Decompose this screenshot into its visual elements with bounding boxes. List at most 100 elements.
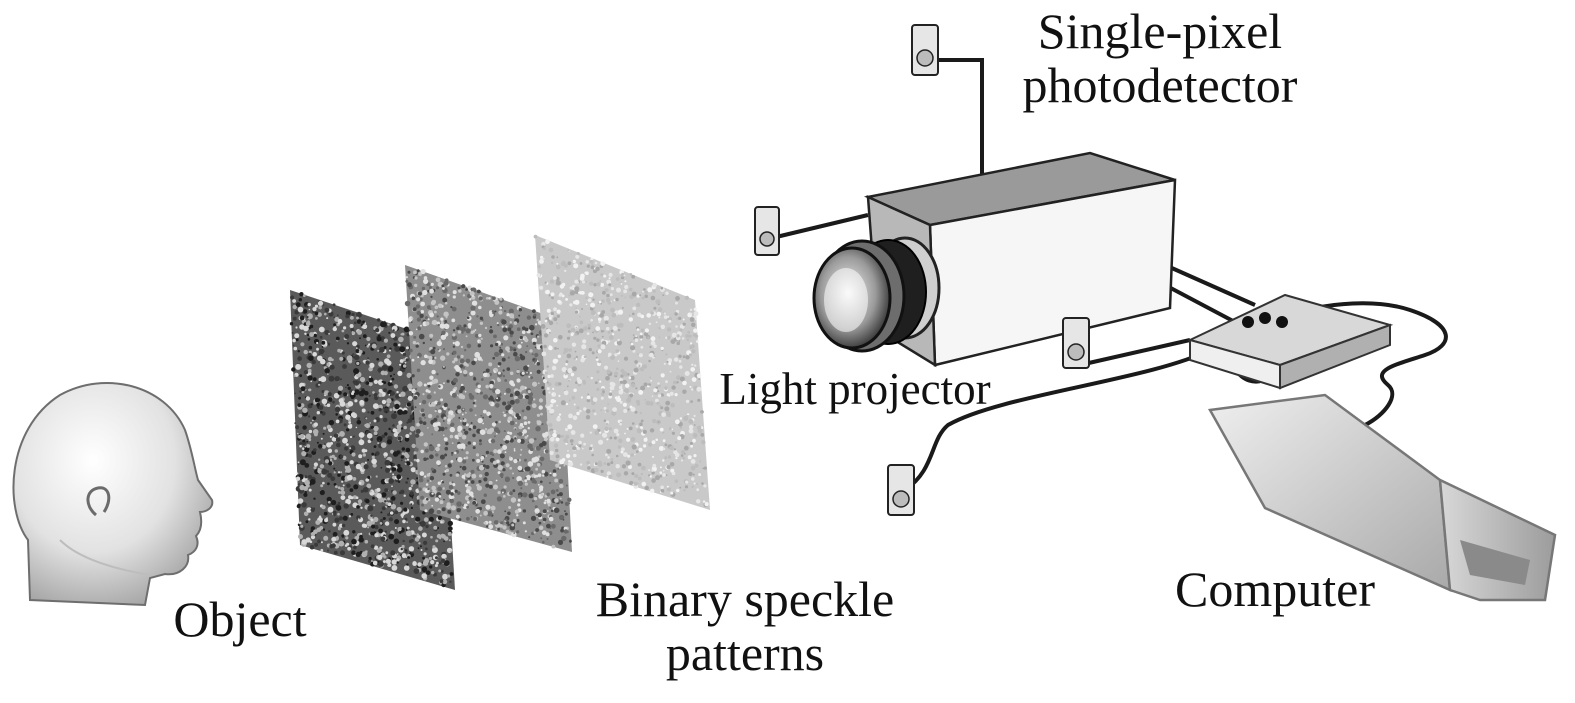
speckle-dot xyxy=(690,459,696,464)
speckle-dot xyxy=(602,432,608,438)
speckle-dot xyxy=(575,326,578,329)
speckle-dot xyxy=(497,371,501,375)
speckle-dot xyxy=(468,496,472,501)
speckle-dot xyxy=(557,347,559,350)
speckle-dot xyxy=(419,402,422,405)
speckle-dot xyxy=(430,560,435,565)
speckle-dot xyxy=(354,321,357,325)
speckle-dot xyxy=(533,531,536,534)
speckle-dot xyxy=(589,431,592,434)
speckle-dot xyxy=(307,338,311,341)
speckle-dot xyxy=(482,464,486,468)
speckle-dot xyxy=(542,378,548,384)
speckle-dot xyxy=(657,421,660,423)
speckle-dot xyxy=(337,318,343,324)
speckle-dot xyxy=(365,360,370,365)
speckle-dot xyxy=(406,563,409,566)
speckle-dot xyxy=(439,323,446,329)
speckle-dot xyxy=(494,435,496,438)
speckle-dot xyxy=(594,430,599,436)
speckle-dot xyxy=(601,340,607,346)
speckle-dot xyxy=(309,478,316,485)
speckle-dot xyxy=(387,381,393,387)
speckle-dot xyxy=(332,303,336,307)
speckle-dot xyxy=(655,398,659,403)
speckle-dot xyxy=(513,449,516,452)
speckle-dot xyxy=(455,366,461,372)
speckle-dot xyxy=(617,338,620,342)
photodetector-label: Single-pixel photodetector xyxy=(985,4,1335,112)
speckle-dot xyxy=(617,309,624,315)
speckle-dot xyxy=(493,370,496,374)
speckle-dot xyxy=(315,317,318,320)
speckle-dot xyxy=(397,370,403,376)
speckle-dot xyxy=(703,466,707,470)
speckle-dot xyxy=(596,338,600,342)
speckle-dot xyxy=(416,269,420,272)
speckle-dot xyxy=(651,440,656,445)
speckle-dot xyxy=(312,378,315,381)
speckle-dot xyxy=(526,405,531,411)
speckle-dot xyxy=(373,431,378,436)
speckle-dot xyxy=(308,388,312,392)
speckle-dot xyxy=(403,410,408,415)
speckle-dot xyxy=(615,454,619,458)
speckle-dot xyxy=(623,471,629,476)
speckle-dot xyxy=(383,407,390,414)
photodetector-left xyxy=(754,206,780,256)
speckle-dot xyxy=(509,330,514,335)
speckle-dot xyxy=(502,401,507,406)
speckle-dot xyxy=(575,381,578,384)
speckle-dot xyxy=(404,517,408,521)
speckle-dot xyxy=(702,467,705,470)
speckle-dot xyxy=(612,407,617,412)
speckle-dot xyxy=(434,310,437,314)
speckle-dot xyxy=(498,348,504,354)
speckle-dot xyxy=(641,296,645,300)
speckle-dot xyxy=(358,518,360,520)
speckle-dot xyxy=(566,323,572,329)
speckle-dot xyxy=(414,406,417,409)
speckle-dot xyxy=(558,492,563,497)
speckle-dot xyxy=(363,523,368,528)
speckle-dot xyxy=(692,473,695,476)
speckle-dot xyxy=(567,368,573,374)
speckle-dot xyxy=(680,459,684,462)
speckle-dot xyxy=(465,489,470,494)
speckle-dot xyxy=(599,280,602,282)
speckle-dot xyxy=(524,466,530,472)
speckle-dot xyxy=(529,371,533,375)
speckle-dot xyxy=(334,469,337,472)
speckle-dot xyxy=(320,437,323,440)
speckle-dot xyxy=(417,327,421,331)
speckle-dot xyxy=(389,380,392,383)
speckle-dot xyxy=(482,372,488,378)
speckle-dot xyxy=(429,288,434,294)
speckle-dot xyxy=(365,381,370,385)
speckle-dot xyxy=(691,388,694,391)
speckle-dot xyxy=(357,499,363,504)
speckle-dot xyxy=(322,304,325,306)
speckle-dot xyxy=(534,352,539,358)
speckle-dot xyxy=(424,448,429,453)
speckle-dot xyxy=(452,341,455,345)
photodetector-top xyxy=(911,24,939,76)
speckle-dot xyxy=(402,358,406,362)
speckle-dot xyxy=(370,410,375,415)
speckle-dot xyxy=(326,496,332,502)
speckle-dot xyxy=(536,318,540,322)
speckle-dot xyxy=(569,439,574,443)
speckle-dot xyxy=(637,462,642,467)
speckle-dot xyxy=(372,463,377,468)
speckle-dot xyxy=(569,290,576,296)
speckle-dot xyxy=(342,515,348,521)
speckle-dot xyxy=(386,360,392,366)
speckle-dot xyxy=(398,491,402,495)
speckle-dot xyxy=(434,409,437,413)
speckle-dot xyxy=(549,472,552,475)
speckle-dot xyxy=(598,460,602,465)
speckle-dot xyxy=(337,501,341,505)
speckle-dot xyxy=(549,403,554,408)
speckle-dot xyxy=(520,341,523,344)
speckle-dot xyxy=(357,417,361,420)
